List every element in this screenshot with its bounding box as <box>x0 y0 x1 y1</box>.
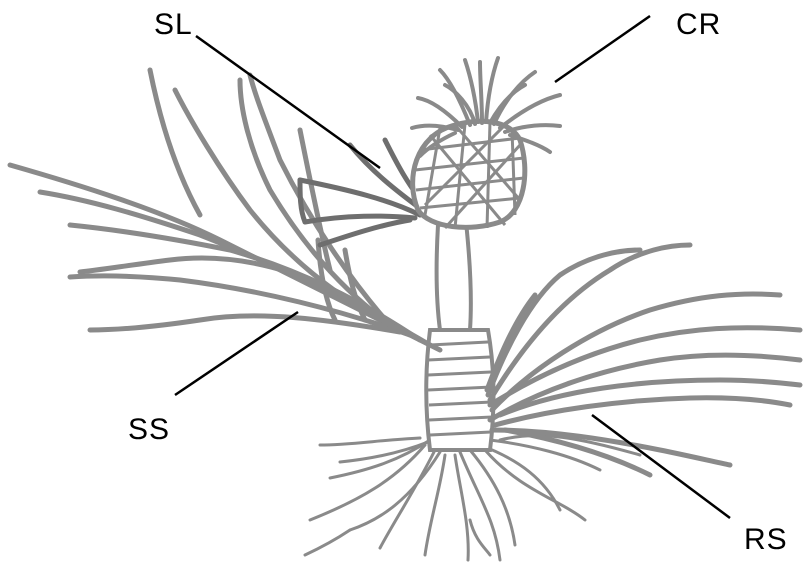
stem-sucker <box>10 70 440 350</box>
ratoon-sucker <box>487 245 800 475</box>
leader-line-ss <box>175 312 298 395</box>
fruit <box>413 121 525 228</box>
label-stem-sucker: SS <box>128 415 170 445</box>
peduncle <box>437 222 471 330</box>
leader-line-sl <box>196 36 380 168</box>
roots <box>305 436 640 560</box>
label-crown: CR <box>676 10 721 40</box>
label-ratoon-sucker: RS <box>744 525 788 555</box>
label-slip: SL <box>154 10 193 40</box>
leader-line-rs <box>592 415 730 518</box>
leader-line-cr <box>555 16 650 82</box>
